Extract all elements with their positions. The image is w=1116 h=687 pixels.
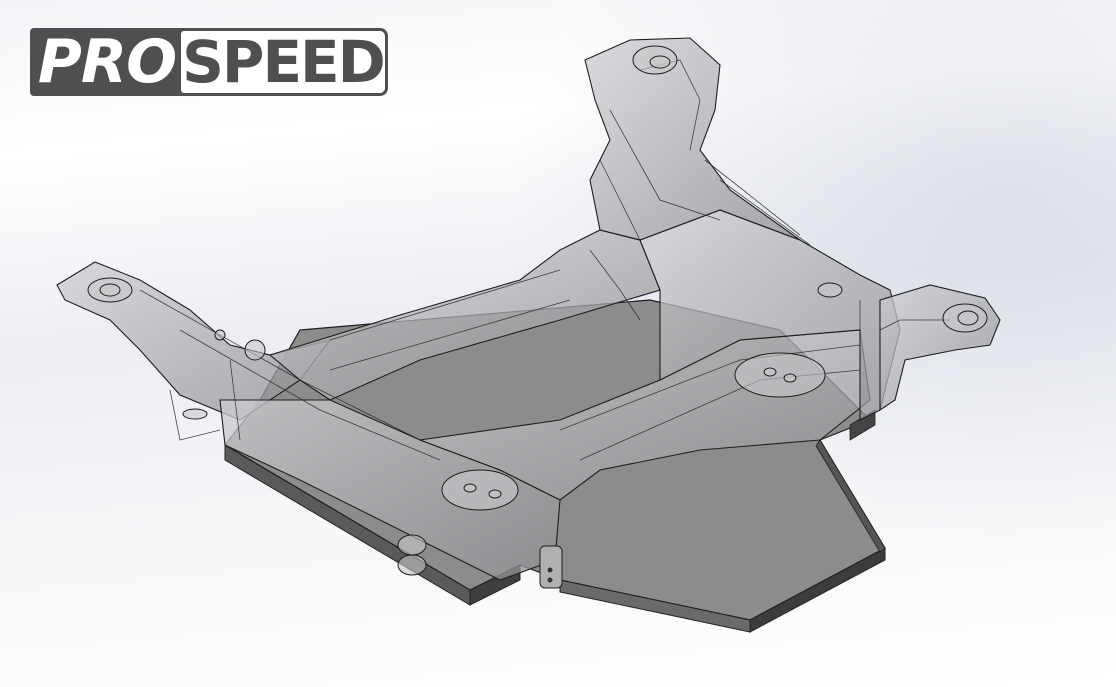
wireframe-edges	[139, 59, 950, 461]
prospeed-logo: PRO SPEED	[30, 27, 388, 97]
logo-speed-text: SPEED	[181, 28, 386, 96]
subframe-body	[56, 37, 1001, 581]
front-bracket-tab	[539, 545, 563, 589]
mount-bushings	[87, 45, 988, 576]
logo-pro-text: PRO	[37, 27, 177, 97]
